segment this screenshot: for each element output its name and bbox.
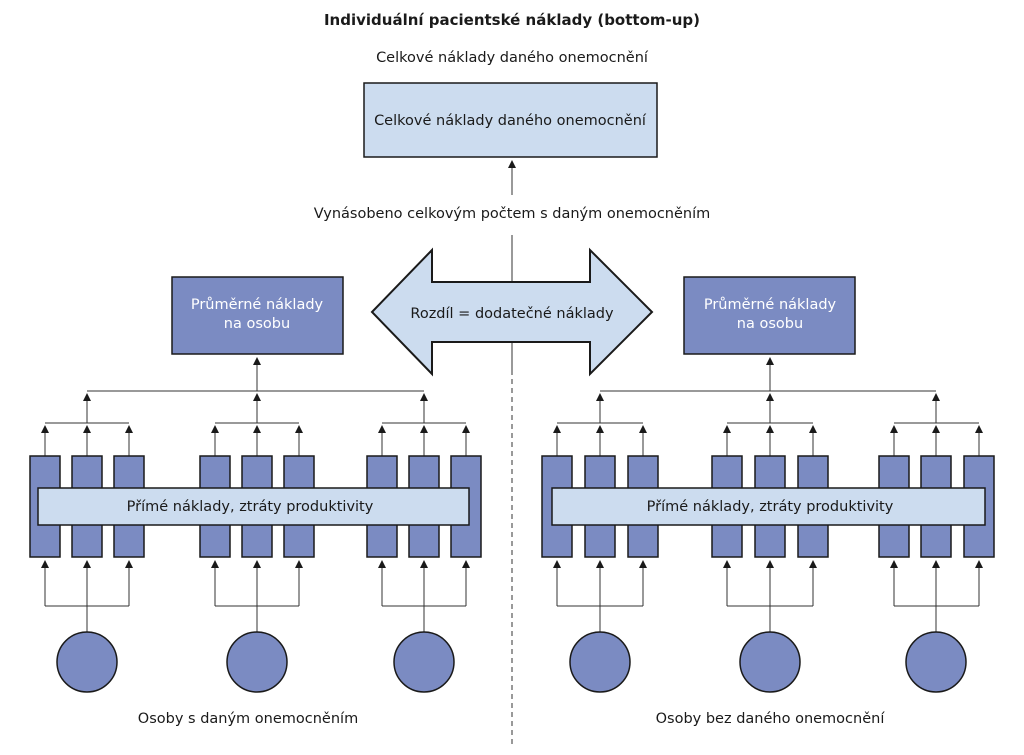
- right-average-cost-box: [683, 276, 856, 355]
- left-average-cost-box: [171, 276, 344, 355]
- right-person-circle-0: [569, 631, 631, 693]
- right-cost-bar: [551, 487, 986, 526]
- left-persons-label: Osoby s daným onemocněním: [138, 711, 358, 727]
- multiplier-label: Vynásobeno celkovým počtem s daným onemo…: [314, 206, 711, 222]
- left-person-circle-2: [393, 631, 455, 693]
- right-average-cost-line2: na osobu: [737, 316, 803, 332]
- right-persons-label: Osoby bez daného onemocnění: [656, 711, 886, 727]
- right-person-circle-1: [739, 631, 801, 693]
- right-cost-bar-label: Přímé náklady, ztráty produktivity: [647, 499, 894, 515]
- left-cost-bar: [37, 487, 470, 526]
- total-costs-caption: Celkové náklady daného onemocnění: [376, 50, 649, 66]
- left-average-cost-line1: Průměrné náklady: [191, 297, 324, 313]
- left-person-circle-1: [226, 631, 288, 693]
- total-costs-box: [363, 82, 658, 158]
- right-average-cost-line1: Průměrné náklady: [704, 297, 837, 313]
- left-person-circle-0: [56, 631, 118, 693]
- right-person-circle-2: [905, 631, 967, 693]
- left-average-cost-line2: na osobu: [224, 316, 290, 332]
- diagram-title: Individuální pacientské náklady (bottom-…: [324, 11, 700, 29]
- left-cost-bar-label: Přímé náklady, ztráty produktivity: [127, 499, 374, 515]
- difference-arrow-label: Rozdíl = dodatečné náklady: [410, 306, 614, 322]
- total-costs-box-label: Celkové náklady daného onemocnění: [374, 113, 647, 129]
- difference-double-arrow: [370, 247, 654, 377]
